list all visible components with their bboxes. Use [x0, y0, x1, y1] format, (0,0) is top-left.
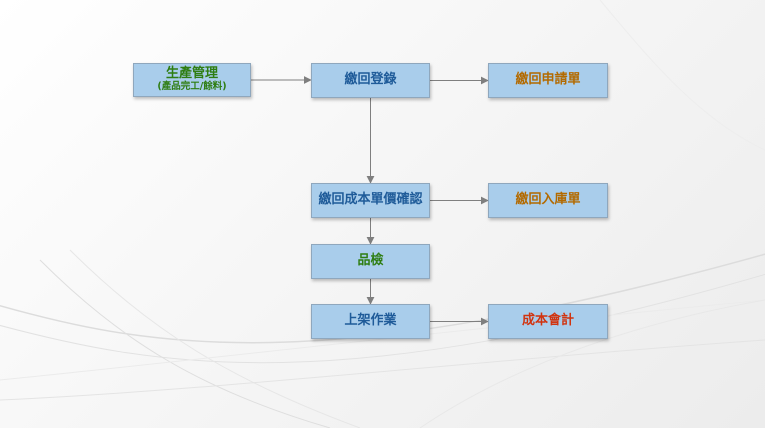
- node-subtitle: (產品完工/餘料): [157, 81, 227, 92]
- inspection-node: 品檢: [311, 244, 430, 279]
- cost-confirmation-node: 繳回成本單價確認: [311, 183, 430, 218]
- return-warehouse-node: 繳回入庫單: [488, 183, 608, 218]
- node-title: 繳回入庫單: [515, 192, 581, 208]
- node-title: 成本會計: [521, 313, 574, 329]
- node-title: 上架作業: [344, 313, 397, 329]
- node-title: 品檢: [357, 253, 384, 269]
- node-title: 繳回登錄: [344, 72, 397, 88]
- production-management-node: 生產管理 (產品完工/餘料): [133, 63, 251, 97]
- return-registration-node: 繳回登錄: [311, 63, 430, 98]
- return-application-node: 繳回申請單: [488, 63, 608, 98]
- shelving-node: 上架作業: [311, 304, 430, 339]
- node-title: 繳回申請單: [515, 72, 581, 88]
- node-title: 生產管理: [165, 66, 218, 82]
- node-title: 繳回成本單價確認: [318, 192, 423, 208]
- cost-accounting-node: 成本會計: [488, 304, 608, 339]
